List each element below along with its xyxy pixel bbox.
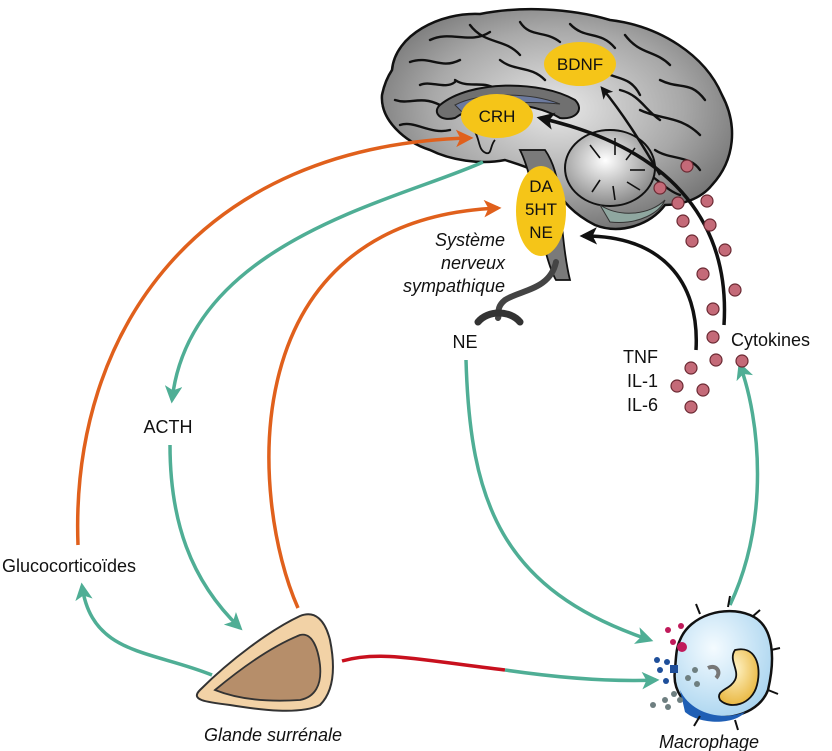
label-ne: NE — [452, 332, 477, 352]
arrow-cytokines-to-crh — [536, 112, 727, 326]
sympathetic-nerve-icon — [474, 259, 559, 326]
label-il1: IL-1 — [627, 371, 658, 391]
adrenal-gland-icon — [195, 613, 334, 712]
arrow-adrenal-to-glucocorticoids — [75, 582, 213, 677]
monoamines-node: DA 5HT NE — [516, 166, 566, 256]
label-nerveux: nerveux — [441, 253, 506, 273]
label-macrophage: Macrophage — [659, 732, 759, 751]
label-systeme: Système — [435, 230, 505, 250]
da-label: DA — [529, 177, 553, 196]
macrophage-cell-icon — [650, 595, 781, 731]
arrow-macrophage-to-cytokines — [728, 361, 760, 606]
bdnf-label: BDNF — [557, 55, 603, 74]
5ht-label: 5HT — [525, 200, 557, 219]
arrow-pituitary-to-acth — [164, 160, 484, 404]
arrow-cytokines-to-monoamines — [579, 227, 698, 351]
label-glucocorticoides: Glucocorticoïdes — [2, 556, 136, 576]
crh-node: CRH — [461, 94, 533, 138]
label-glande-surrenale: Glande surrénale — [204, 725, 342, 745]
label-acth: ACTH — [144, 417, 193, 437]
label-il6: IL-6 — [627, 395, 658, 415]
label-cytokines: Cytokines — [731, 330, 810, 350]
arrow-adrenal-to-macrophage-red — [341, 654, 506, 672]
arrow-adrenal-to-macrophage-teal — [504, 668, 660, 690]
arrow-to-bdnf — [600, 86, 662, 176]
bdnf-node: BDNF — [544, 42, 616, 86]
arrow-ne-to-macrophage — [464, 359, 654, 644]
cytokine-particles — [653, 159, 749, 414]
ne-brain-label: NE — [529, 223, 553, 242]
crh-label: CRH — [479, 107, 516, 126]
label-sympathique: sympathique — [403, 276, 505, 296]
label-tnf: TNF — [623, 347, 658, 367]
arrow-glucocorticoids-to-hypothalamus — [75, 129, 474, 546]
arrow-acth-to-adrenal — [168, 444, 243, 631]
arrow-adrenal-to-monoamines — [267, 199, 502, 609]
